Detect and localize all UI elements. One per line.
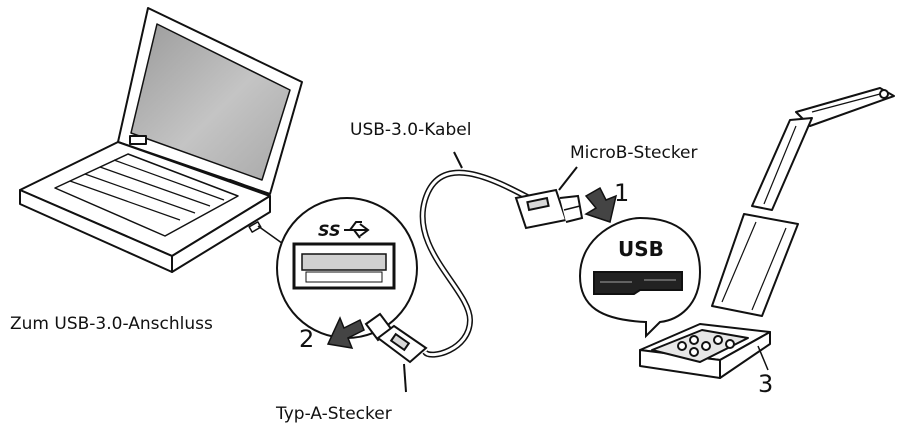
- typea-port-callout: SS: [276, 197, 418, 339]
- laptop-illustration: [19, 7, 303, 273]
- usb-trident-icon: [344, 221, 370, 239]
- microb-port-drawing: [593, 271, 683, 295]
- arrow-step-one: [584, 186, 618, 223]
- laptop-screen: [130, 23, 291, 181]
- camera-control-panel: [651, 329, 749, 363]
- step-number-two: 2: [299, 325, 315, 353]
- step-number-three: 3: [758, 370, 774, 398]
- typea-plug: [364, 312, 428, 364]
- microb-plug-label: MicroB-Stecker: [570, 143, 698, 163]
- usb-port-label: USB: [618, 237, 664, 261]
- typea-plug-label: Typ-A-Stecker: [276, 404, 392, 424]
- cable-label: USB-3.0-Kabel: [350, 120, 472, 140]
- camera-lower-arm: [711, 213, 799, 317]
- port-label: Zum USB-3.0-Anschluss: [10, 314, 213, 334]
- step-number-one: 1: [614, 179, 630, 207]
- superspeed-logo-text: SS: [318, 221, 340, 240]
- laptop-usb-port: [248, 221, 262, 233]
- camera-upper-arm: [751, 117, 813, 211]
- usb-cable: [419, 169, 535, 358]
- document-camera-illustration: [639, 87, 895, 379]
- microb-plug: [514, 188, 584, 230]
- microb-port-callout: USB: [578, 216, 702, 339]
- laptop-keyboard: [54, 153, 239, 237]
- arrow-step-two: [326, 316, 365, 349]
